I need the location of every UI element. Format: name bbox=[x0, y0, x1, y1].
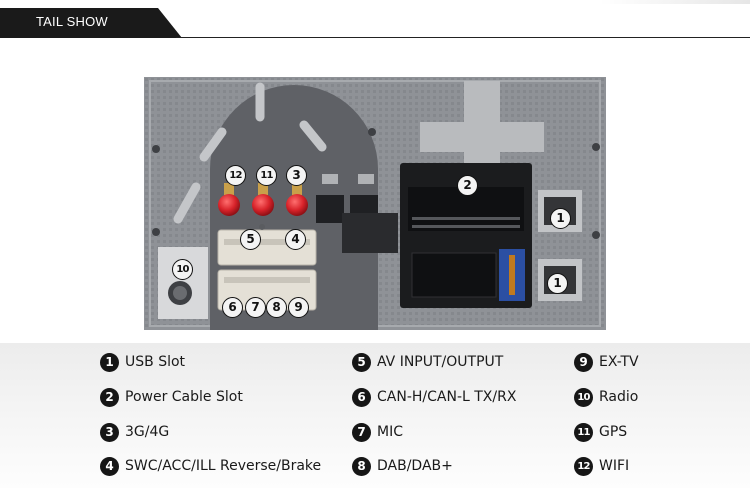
legend-label: CAN-H/CAN-L TX/RX bbox=[377, 389, 517, 405]
callout-6: 6 bbox=[222, 296, 249, 318]
legend-item-wifi: 12 WIFI bbox=[574, 455, 629, 477]
legend-label: Power Cable Slot bbox=[125, 389, 243, 405]
callout-3: 3 bbox=[286, 164, 313, 186]
legend-label: EX-TV bbox=[599, 354, 639, 370]
legend-label: WIFI bbox=[599, 458, 630, 474]
legend-label: 3G/4G bbox=[125, 424, 170, 440]
legend-label: MIC bbox=[377, 424, 403, 440]
callout-3-number: 3 bbox=[286, 164, 307, 186]
legend-label: GPS bbox=[599, 424, 628, 440]
legend-number: 2 bbox=[100, 387, 119, 407]
legend-label: USB Slot bbox=[125, 354, 186, 370]
legend-item-ex-tv: 9 EX-TV bbox=[574, 351, 639, 373]
callout-11: 11 bbox=[256, 164, 283, 186]
callout-2-number: 2 bbox=[457, 174, 478, 196]
callout-12-number: 12 bbox=[225, 164, 246, 186]
callout-11-number: 11 bbox=[256, 164, 277, 186]
legend-item-3g-4g: 3 3G/4G bbox=[100, 421, 169, 443]
callout-1b-number: 1 bbox=[547, 272, 568, 294]
legend-label: AV INPUT/OUTPUT bbox=[377, 354, 504, 370]
callout-4: 4 bbox=[285, 228, 312, 250]
callout-7: 7 bbox=[245, 296, 272, 318]
legend-number: 10 bbox=[574, 387, 593, 407]
legend-number: 4 bbox=[100, 456, 119, 476]
section-title: TAIL SHOW bbox=[36, 14, 108, 29]
callout-10: 10 bbox=[172, 258, 199, 280]
callout-4-number: 4 bbox=[285, 228, 306, 250]
callout-5: 5 bbox=[240, 228, 267, 250]
callout-1-lower: 1 bbox=[547, 272, 574, 294]
callout-5-number: 5 bbox=[240, 228, 261, 250]
legend-item-can: 6 CAN-H/CAN-L TX/RX bbox=[352, 386, 516, 408]
legend-label: DAB/DAB+ bbox=[377, 458, 453, 474]
callout-6-number: 6 bbox=[222, 296, 243, 318]
rear-panel-photo: 12 11 3 2 1 1 5 4 10 6 7 8 9 bbox=[144, 77, 606, 330]
legend-label: SWC/ACC/ILL Reverse/Brake bbox=[125, 458, 322, 474]
rear-panel-illustration bbox=[144, 77, 606, 330]
legend-item-swc-acc: 4 SWC/ACC/ILL Reverse/Brake bbox=[100, 455, 321, 477]
legend-number: 9 bbox=[574, 352, 593, 372]
legend-number: 6 bbox=[352, 387, 371, 407]
legend-item-dab: 8 DAB/DAB+ bbox=[352, 455, 453, 477]
callout-10-number: 10 bbox=[172, 258, 193, 280]
legend-item-radio: 10 Radio bbox=[574, 386, 638, 408]
legend-item-usb-slot: 1 USB Slot bbox=[100, 351, 185, 373]
legend-number: 5 bbox=[352, 352, 371, 372]
legend-number: 1 bbox=[100, 352, 119, 372]
callout-2: 2 bbox=[457, 174, 484, 196]
legend-label: Radio bbox=[599, 389, 639, 405]
callout-9-number: 9 bbox=[288, 296, 309, 318]
legend-item-power-cable-slot: 2 Power Cable Slot bbox=[100, 386, 243, 408]
top-decor-line bbox=[600, 0, 750, 4]
legend-number: 11 bbox=[574, 422, 593, 442]
callout-8-number: 8 bbox=[266, 296, 287, 318]
callout-9: 9 bbox=[288, 296, 315, 318]
port-legend: 1 USB Slot 2 Power Cable Slot 3 3G/4G 4 … bbox=[0, 343, 750, 488]
callout-7-number: 7 bbox=[245, 296, 266, 318]
legend-item-av-input-output: 5 AV INPUT/OUTPUT bbox=[352, 351, 503, 373]
header-divider bbox=[176, 37, 750, 38]
legend-item-mic: 7 MIC bbox=[352, 421, 403, 443]
legend-number: 8 bbox=[352, 456, 371, 476]
section-header-bar bbox=[0, 8, 182, 38]
callout-8: 8 bbox=[266, 296, 293, 318]
callout-12: 12 bbox=[225, 164, 252, 186]
legend-item-gps: 11 GPS bbox=[574, 421, 627, 443]
callout-1-upper: 1 bbox=[550, 207, 577, 229]
legend-number: 3 bbox=[100, 422, 119, 442]
callout-1a-number: 1 bbox=[550, 207, 571, 229]
legend-number: 7 bbox=[352, 422, 371, 442]
legend-number: 12 bbox=[574, 456, 593, 476]
